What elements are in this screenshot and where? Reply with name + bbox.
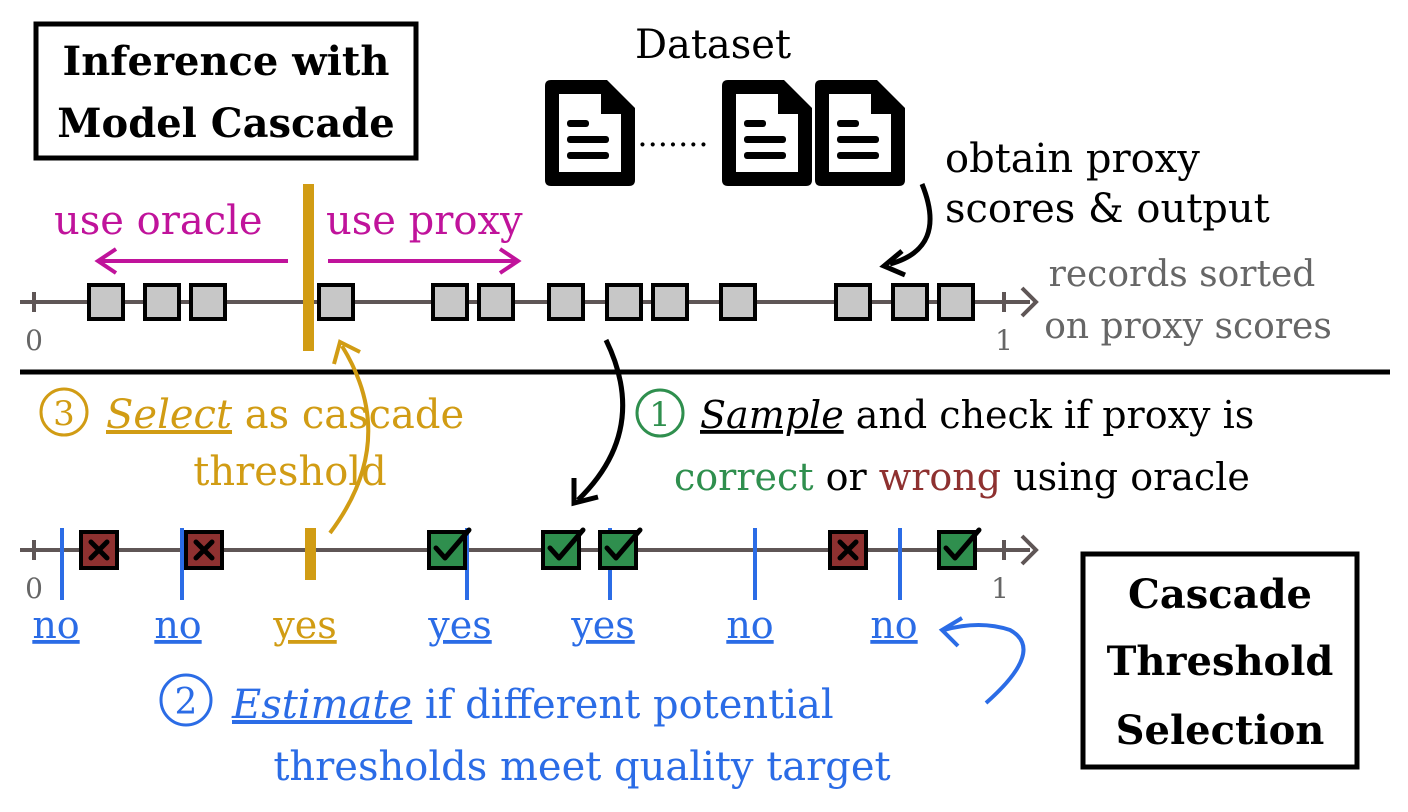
record (431, 283, 469, 321)
top-axis-start: 0 (25, 324, 43, 357)
correct-sample (541, 527, 586, 570)
use-oracle-arrow (94, 247, 288, 275)
cross-icon (193, 539, 215, 561)
step1-rest: and check if proxy is (844, 393, 1255, 437)
proxy-arrow (879, 183, 933, 278)
wrong-sample (79, 530, 119, 570)
threshold-selection-line2: Threshold (1107, 638, 1334, 685)
proxy-note-line2: scores & output (945, 186, 1270, 232)
proxy-note-line1: obtain proxy (945, 136, 1200, 182)
record (937, 283, 975, 321)
step1-line2: correct or wrong using oracle (674, 455, 1250, 499)
step3-text: Select as cascade (106, 392, 464, 438)
threshold-label: yes (272, 603, 336, 647)
correct-sample (427, 527, 472, 570)
threshold-selection-title-box: Cascade Threshold Selection (1080, 551, 1360, 770)
record (189, 283, 227, 321)
record (547, 283, 585, 321)
step1-verb: Sample (700, 393, 844, 437)
record (834, 283, 872, 321)
threshold-label: no (154, 603, 201, 647)
record (317, 283, 355, 321)
record (891, 283, 929, 321)
sorted-note-line1: records sorted (1049, 254, 1316, 295)
sorted-note-line2: on proxy scores (1044, 306, 1332, 347)
document-icon (815, 80, 905, 186)
bottom-axis-start: 0 (25, 572, 43, 605)
step1-number: 1 (649, 395, 671, 435)
correct-sample (598, 527, 643, 570)
use-oracle-label: use oracle (54, 198, 263, 244)
step3-verb: Select (106, 392, 233, 438)
inference-title-box: Inference with Model Cascade (33, 21, 419, 161)
wrong-sample (184, 530, 224, 570)
bottom-axis-end: 1 (991, 572, 1009, 605)
threshold-line (180, 528, 184, 600)
cascade-threshold-bar (303, 184, 314, 351)
threshold-label: no (870, 603, 917, 647)
threshold-line (753, 528, 757, 600)
check-icon (547, 527, 586, 561)
check-icon (433, 527, 472, 561)
inference-title-line2: Model Cascade (57, 100, 394, 147)
threshold-selection-line1: Cascade (1128, 571, 1312, 618)
step1-correct: correct (674, 455, 814, 499)
step1-or: or (814, 455, 879, 499)
threshold-line (898, 528, 902, 600)
step1-wrong: wrong (879, 455, 1001, 499)
record (651, 283, 689, 321)
threshold-label: yes (570, 603, 634, 647)
bottom-score-axis (20, 534, 1039, 566)
step2-badge (159, 673, 213, 727)
step1-line1: Sample and check if proxy is (700, 393, 1254, 437)
threshold-label: no (32, 603, 79, 647)
wrong-sample (828, 530, 868, 570)
dataset-label: Dataset (635, 22, 791, 68)
document-icon (545, 80, 635, 186)
record (87, 283, 125, 321)
correct-sample (937, 527, 982, 570)
check-icon (943, 527, 982, 561)
step1-annotation: 1 Sample and check if proxy is correct o… (635, 388, 1254, 499)
step2-line1: Estimate if different potential (231, 682, 834, 728)
record (143, 283, 181, 321)
sample-arrow (571, 338, 626, 507)
record-list (87, 283, 975, 321)
step2-verb: Estimate (231, 682, 412, 728)
step1-tail: using oracle (1001, 455, 1250, 499)
step3-badge (39, 387, 89, 437)
use-proxy-label: use proxy (326, 198, 523, 244)
candidate-thresholds: no no yes yes yes no no (32, 528, 918, 647)
step2-annotation: 2 Estimate if different potential thresh… (159, 673, 891, 790)
check-icon (604, 527, 643, 561)
document-icon (722, 80, 812, 186)
step3-number: 3 (53, 394, 75, 434)
step2-rest: if different potential (412, 682, 834, 728)
dataset-ellipsis: ....... (637, 116, 708, 154)
record (477, 283, 515, 321)
estimate-arrow (938, 616, 1026, 705)
inference-title-line1: Inference with (63, 38, 390, 85)
step3-rest: as cascade (232, 392, 464, 438)
record (605, 283, 643, 321)
selected-threshold-line (305, 528, 316, 580)
threshold-label: yes (427, 603, 491, 647)
inference-title-frame (33, 21, 419, 161)
cross-icon (88, 539, 110, 561)
step2-line2: thresholds meet quality target (273, 744, 890, 790)
record (719, 283, 757, 321)
threshold-selection-line3: Selection (1116, 707, 1325, 754)
threshold-selection-frame (1080, 551, 1360, 770)
step1-badge (635, 388, 685, 438)
threshold-label: no (726, 603, 773, 647)
step2-number: 2 (175, 682, 198, 723)
use-proxy-arrow (328, 247, 522, 275)
sampled-records (79, 527, 982, 570)
threshold-line (60, 528, 64, 600)
top-axis-end: 1 (995, 324, 1013, 357)
cross-icon (837, 539, 859, 561)
step3-annotation: 3 Select as cascade threshold (39, 387, 464, 495)
select-arrow (328, 339, 371, 535)
